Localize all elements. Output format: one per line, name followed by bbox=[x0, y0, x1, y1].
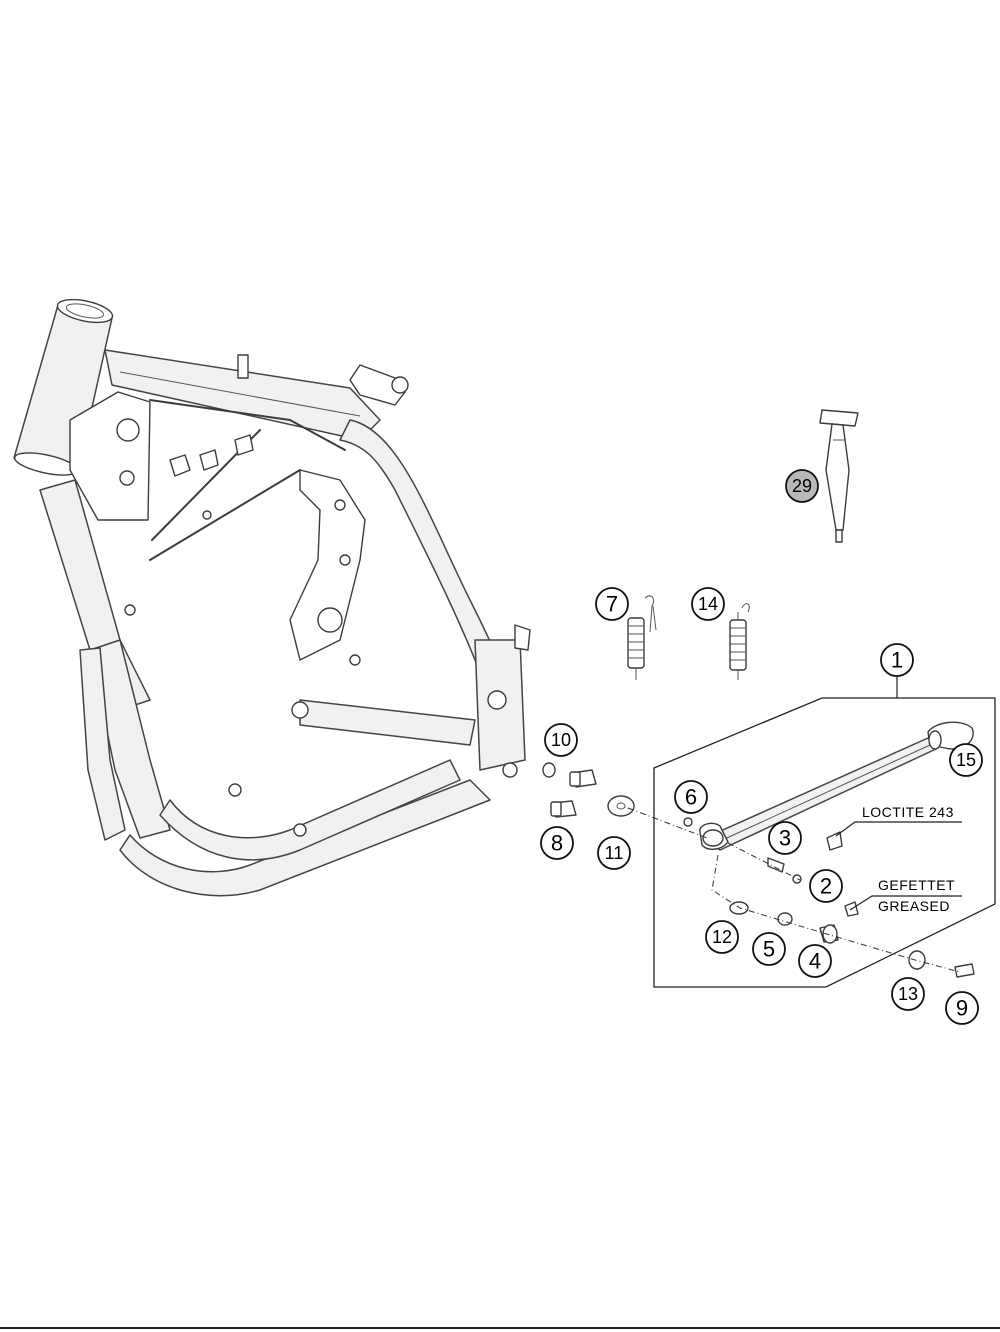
callout-3: 3 bbox=[768, 821, 802, 855]
callout-5-label: 5 bbox=[763, 937, 775, 962]
callout-14-label: 14 bbox=[698, 594, 718, 614]
part-29-tool bbox=[819, 409, 859, 543]
callout-14: 14 bbox=[691, 587, 725, 621]
greased-leader bbox=[849, 895, 962, 911]
callout-8-label: 8 bbox=[551, 831, 563, 856]
callout-15: 15 bbox=[949, 743, 983, 777]
callout-11: 11 bbox=[597, 836, 631, 870]
callout-13: 13 bbox=[891, 977, 925, 1011]
callout-11-label: 11 bbox=[605, 843, 624, 863]
callout-29: 29 bbox=[785, 469, 819, 503]
callout-13-label: 13 bbox=[898, 984, 918, 1004]
callout-12-label: 12 bbox=[712, 927, 732, 947]
callout-4-label: 4 bbox=[809, 949, 821, 974]
page-bottom-rule bbox=[0, 1327, 1000, 1329]
loctite-leader bbox=[835, 821, 962, 837]
callout-4: 4 bbox=[798, 944, 832, 978]
loose-parts-left bbox=[542, 762, 635, 818]
motorcycle-frame bbox=[13, 298, 531, 897]
callout-10: 10 bbox=[544, 723, 578, 757]
small-parts bbox=[683, 817, 975, 978]
callout-12: 12 bbox=[705, 920, 739, 954]
part-14-spring bbox=[729, 603, 750, 680]
callout-3-label: 3 bbox=[779, 826, 791, 851]
callout-2: 2 bbox=[809, 869, 843, 903]
part-7-spring bbox=[627, 595, 657, 680]
callout-1: 1 bbox=[880, 643, 914, 677]
assembly-lines bbox=[627, 807, 961, 973]
callout-10-label: 10 bbox=[551, 730, 571, 750]
callout-9-label: 9 bbox=[956, 996, 968, 1021]
callout-1-label: 1 bbox=[891, 648, 903, 673]
greased-note-de: GEFETTET bbox=[878, 877, 955, 893]
callout-5: 5 bbox=[752, 932, 786, 966]
callout-15-label: 15 bbox=[956, 750, 976, 770]
greased-note-en: GREASED bbox=[878, 898, 950, 914]
callout-2-label: 2 bbox=[820, 874, 832, 899]
callout-8: 8 bbox=[540, 826, 574, 860]
callout-9: 9 bbox=[945, 991, 979, 1025]
callout-6-label: 6 bbox=[685, 785, 697, 810]
callout-7: 7 bbox=[595, 587, 629, 621]
loctite-note: LOCTITE 243 bbox=[862, 804, 954, 820]
callout-29-label: 29 bbox=[792, 476, 812, 496]
callout-7-label: 7 bbox=[606, 592, 618, 617]
callout-6: 6 bbox=[674, 780, 708, 814]
part-1-side-stand bbox=[699, 721, 974, 851]
